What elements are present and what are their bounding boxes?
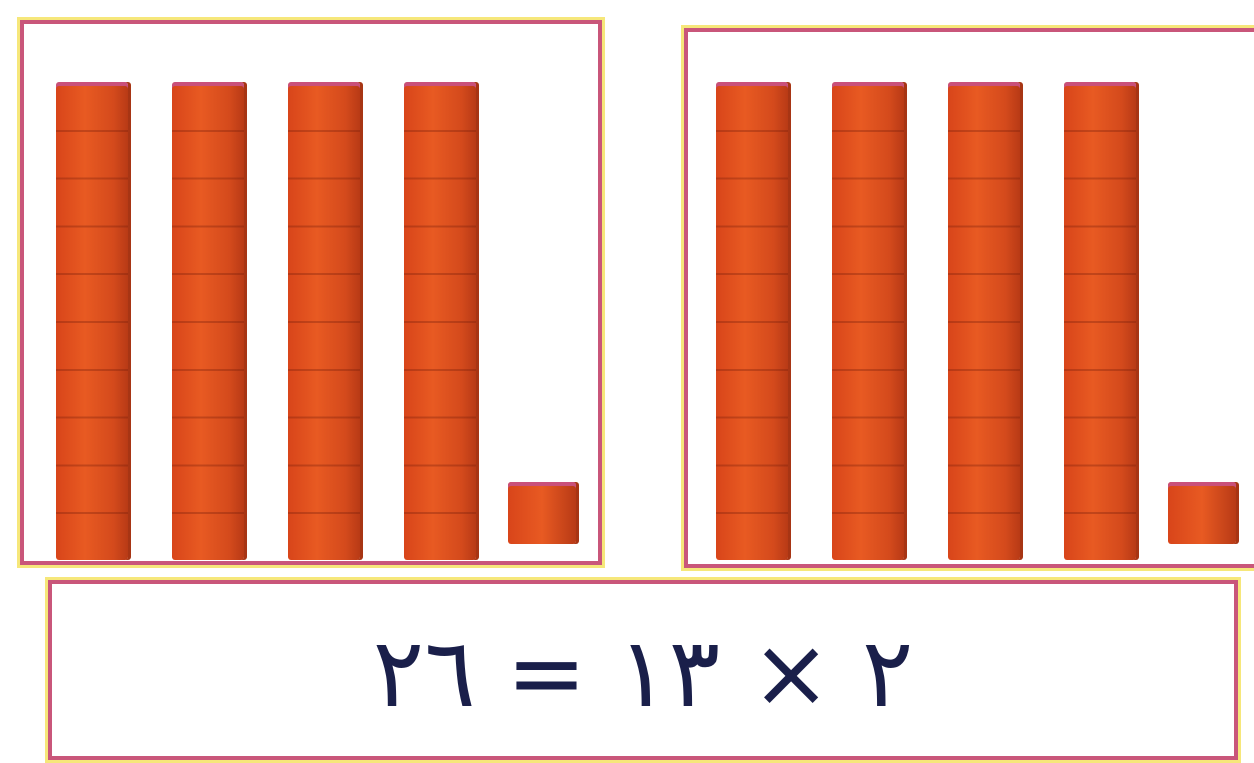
tens-rod <box>832 82 904 560</box>
tens-rod <box>948 82 1020 560</box>
equation-text: ٢ × ١٣ = ٢٦ <box>372 617 914 729</box>
tens-rod <box>56 82 128 560</box>
tens-rod <box>172 82 244 560</box>
group-panel-left <box>20 20 602 565</box>
tens-rod <box>1064 82 1136 560</box>
ones-cube <box>1168 482 1236 544</box>
tens-rod <box>716 82 788 560</box>
equation-box: ٢ × ١٣ = ٢٦ <box>48 580 1238 760</box>
tens-rod <box>404 82 476 560</box>
ones-cube <box>508 482 576 544</box>
group-panel-right <box>684 28 1254 568</box>
tens-rod <box>288 82 360 560</box>
